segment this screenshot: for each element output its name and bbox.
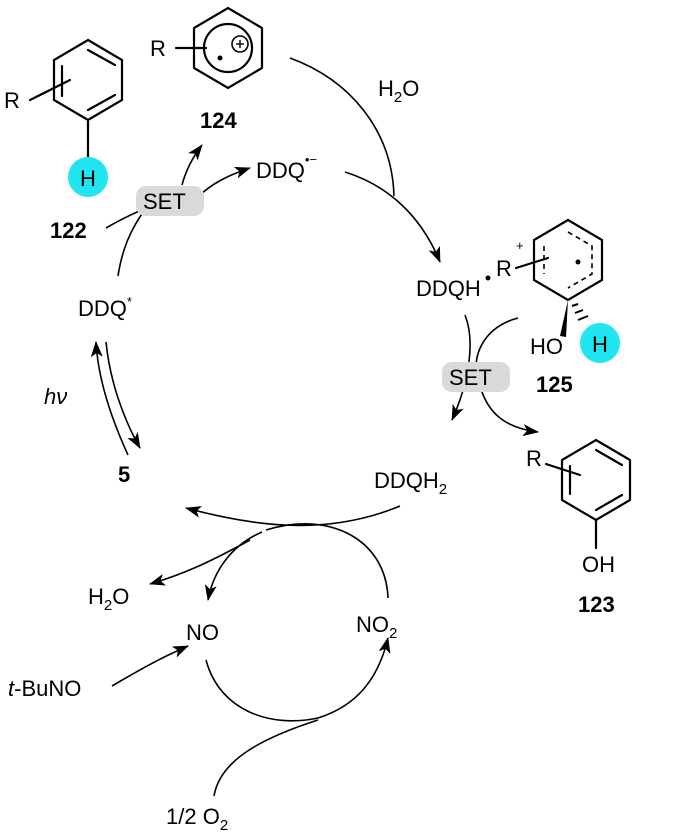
hydration-arc bbox=[289, 57, 395, 197]
ddq-radical-anion: DDQ•− bbox=[256, 152, 317, 183]
r-group-label: R bbox=[4, 88, 20, 113]
to-water-arrow bbox=[149, 539, 251, 586]
benzene-ring bbox=[560, 438, 632, 522]
protonation-arrow bbox=[344, 171, 441, 263]
compound-123: R OH 123 bbox=[526, 438, 632, 617]
r-substituent-bond bbox=[28, 78, 72, 102]
ddqh2: DDQH2 bbox=[374, 468, 447, 498]
hash-bond bbox=[571, 303, 589, 321]
compound-number-125: 125 bbox=[536, 372, 573, 397]
reoxidation-arrow bbox=[185, 505, 401, 527]
reduction-arrow bbox=[451, 314, 471, 421]
to-no-arrow bbox=[204, 531, 263, 601]
compound-122: R H 122 bbox=[4, 38, 124, 243]
tbuno-arrow bbox=[111, 645, 189, 687]
oxygen: 1/2 O2 bbox=[166, 804, 228, 834]
cation-circle bbox=[231, 35, 249, 53]
set-badge-right: SET bbox=[442, 362, 510, 392]
product-arrow bbox=[479, 385, 539, 437]
compound-125: R + HO H 125 bbox=[496, 218, 620, 397]
no2-upper-arc bbox=[265, 523, 389, 599]
nitric-oxide: NO bbox=[186, 620, 219, 645]
r-substituent-bond bbox=[514, 256, 550, 270]
set-to-124-arrow bbox=[181, 144, 203, 186]
benzene-ring bbox=[52, 38, 124, 122]
delocalization-dashes bbox=[567, 231, 593, 289]
r-group-label: R bbox=[496, 256, 512, 281]
highlight-circle bbox=[68, 157, 108, 197]
hydrogen-label: H bbox=[592, 332, 608, 357]
set-label: SET bbox=[143, 189, 186, 214]
tert-butyl-nitrite: t-BuNO bbox=[8, 676, 81, 701]
relaxation-arrow bbox=[105, 341, 141, 449]
hydroxyl-label: OH bbox=[582, 552, 615, 577]
double-bond bbox=[594, 493, 624, 512]
double-bond bbox=[86, 93, 117, 112]
nitrogen-dioxide: NO2 bbox=[356, 612, 397, 642]
wedge-bond bbox=[560, 300, 568, 337]
double-bond bbox=[86, 48, 117, 67]
delocalized-ring bbox=[202, 22, 254, 74]
hydroxyl-label: HO bbox=[530, 334, 563, 359]
water-bottom: H2O bbox=[88, 584, 129, 614]
catalyst-5: 5 bbox=[118, 462, 130, 487]
set-box bbox=[136, 186, 204, 216]
compound-124: R 124 bbox=[150, 6, 264, 133]
double-bond bbox=[594, 448, 624, 467]
water-top: H2O bbox=[378, 76, 419, 106]
set-to-ddq-anion-arrow bbox=[199, 167, 251, 196]
radical-dot-icon bbox=[485, 275, 491, 281]
to-no2-arrow bbox=[317, 637, 391, 719]
substrate-in-arc bbox=[105, 209, 143, 229]
r-substituent-bond bbox=[544, 462, 582, 477]
hydrogen-label: H bbox=[80, 166, 96, 191]
set-box bbox=[442, 362, 510, 392]
r-group-label: R bbox=[526, 446, 542, 471]
excitation-arrow bbox=[90, 341, 129, 456]
compound-number-124: 124 bbox=[200, 108, 237, 133]
r-group-label: R bbox=[150, 36, 166, 61]
compound-number-123: 123 bbox=[578, 592, 615, 617]
oxygen-in-arc bbox=[213, 719, 319, 797]
light-label: hν bbox=[44, 384, 67, 409]
benzene-ring bbox=[192, 6, 264, 90]
no-lower-arc bbox=[205, 659, 319, 722]
compound-number-122: 122 bbox=[50, 218, 87, 243]
set-badge-left: SET bbox=[136, 186, 204, 216]
plus-charge: + bbox=[516, 238, 524, 253]
ddqh-radical: DDQH bbox=[416, 276, 481, 301]
set-label: SET bbox=[449, 365, 492, 390]
highlight-circle bbox=[580, 323, 620, 363]
intermediate-in-arc bbox=[475, 317, 519, 369]
cycle-arc bbox=[117, 207, 147, 277]
radical-dot-icon bbox=[217, 55, 223, 61]
radical-dot-icon bbox=[575, 259, 581, 265]
nox-cycle bbox=[111, 523, 391, 797]
ddq-excited: DDQ* bbox=[78, 294, 132, 321]
